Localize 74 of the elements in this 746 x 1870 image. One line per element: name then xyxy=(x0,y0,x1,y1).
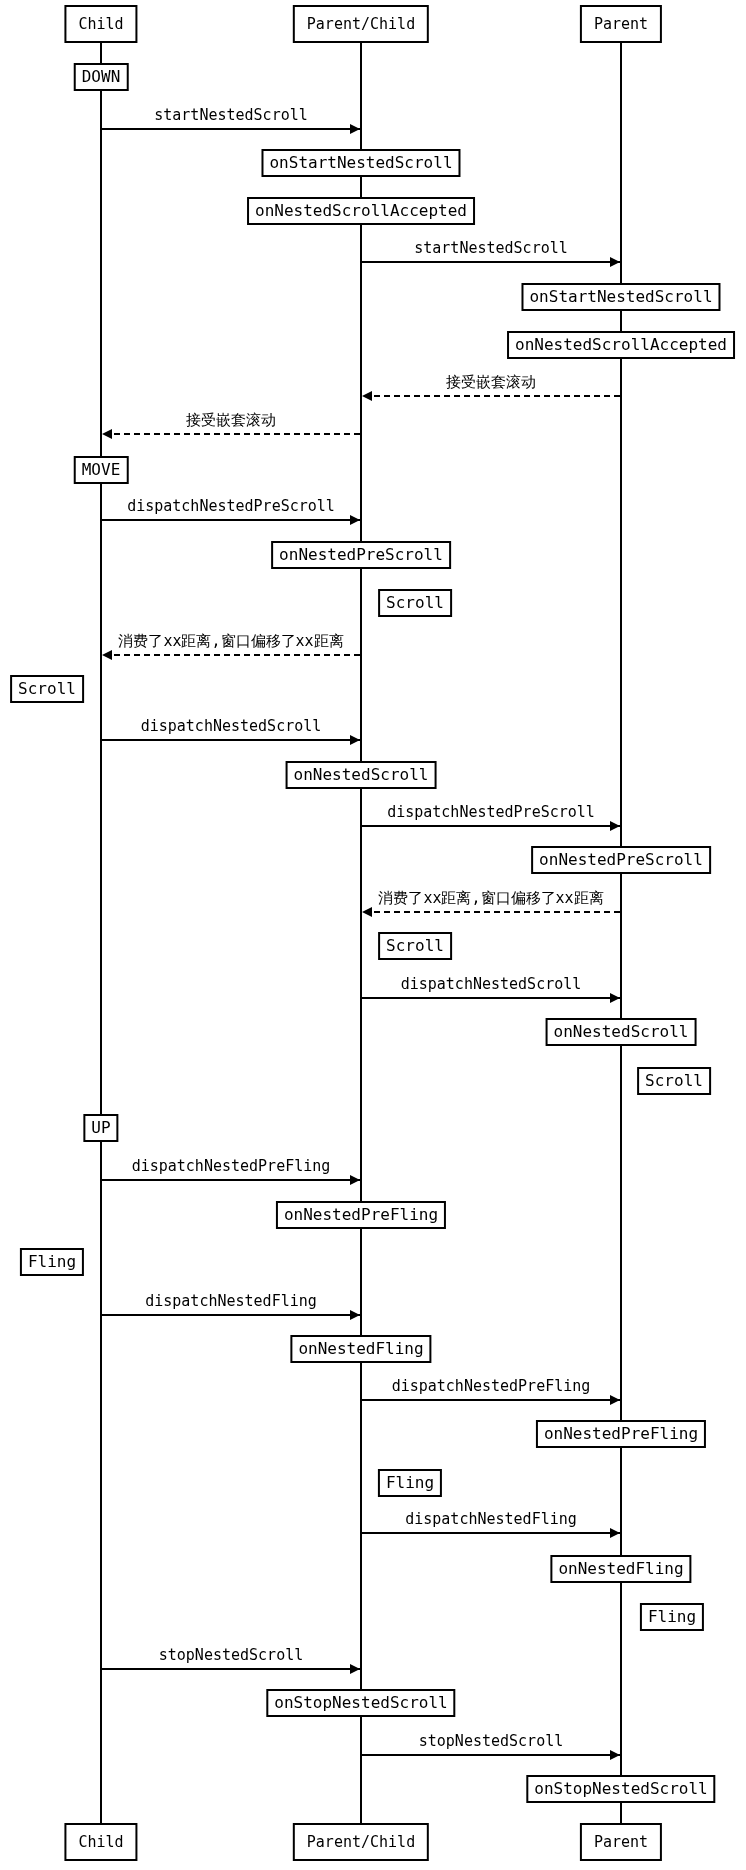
event-box: UP xyxy=(83,1114,119,1142)
message-arrow xyxy=(101,650,361,660)
lifeline xyxy=(620,1583,622,1775)
event-box: onNestedPreScroll xyxy=(271,541,451,569)
lifeline xyxy=(620,311,622,331)
message-arrow xyxy=(361,1395,621,1405)
event-box: onStopNestedScroll xyxy=(266,1689,456,1717)
message-arrow xyxy=(101,515,361,525)
lifeline xyxy=(620,43,622,283)
edge-label: dispatchNestedPreScroll xyxy=(125,498,337,515)
event-box: onNestedPreFling xyxy=(535,1420,707,1448)
event-box: onStartNestedScroll xyxy=(261,149,461,177)
event-box: MOVE xyxy=(73,456,129,484)
event-box: Scroll xyxy=(378,932,452,960)
lifeline xyxy=(360,177,362,197)
edge-label: dispatchNestedFling xyxy=(143,1293,319,1310)
event-box: Fling xyxy=(639,1603,705,1631)
lifeline xyxy=(620,874,622,1018)
message-arrow xyxy=(361,821,621,831)
event-box: onNestedPreScroll xyxy=(531,846,711,874)
message-arrow xyxy=(101,429,361,439)
event-box: onNestedScroll xyxy=(285,761,437,789)
lifeline xyxy=(360,225,362,541)
message-arrow xyxy=(101,1175,361,1185)
message-arrow xyxy=(361,993,621,1003)
edge-label: 接受嵌套滚动 xyxy=(444,374,538,391)
lifeline xyxy=(360,1363,362,1689)
edge-label: 接受嵌套滚动 xyxy=(184,412,278,429)
event-box: Scroll xyxy=(637,1067,711,1095)
lifeline xyxy=(620,1448,622,1555)
participant-box: Parent xyxy=(579,5,663,43)
message-arrow xyxy=(361,1528,621,1538)
lifeline xyxy=(100,43,102,63)
event-box: Fling xyxy=(19,1248,85,1276)
event-box: onNestedScroll xyxy=(545,1018,697,1046)
message-arrow xyxy=(361,907,621,917)
message-arrow xyxy=(101,124,361,134)
event-box: onNestedPreFling xyxy=(275,1201,447,1229)
lifeline xyxy=(360,789,362,1201)
participant-box: Parent/Child xyxy=(292,5,430,43)
lifeline xyxy=(620,1046,622,1420)
message-arrow xyxy=(101,735,361,745)
participant-box: Child xyxy=(64,1823,138,1861)
event-box: onNestedScrollAccepted xyxy=(507,331,735,359)
lifeline xyxy=(360,1229,362,1335)
participant-box: Parent xyxy=(579,1823,663,1861)
lifeline xyxy=(620,359,622,846)
lifeline xyxy=(100,1142,102,1823)
lifeline xyxy=(360,1717,362,1823)
lifeline xyxy=(100,484,102,1114)
event-box: onStartNestedScroll xyxy=(521,283,721,311)
event-box: onStopNestedScroll xyxy=(526,1775,716,1803)
participant-box: Child xyxy=(64,5,138,43)
lifeline xyxy=(360,569,362,761)
lifeline xyxy=(100,91,102,456)
event-box: onNestedFling xyxy=(550,1555,692,1583)
event-box: Scroll xyxy=(378,589,452,617)
event-box: DOWN xyxy=(73,63,129,91)
event-box: onNestedFling xyxy=(290,1335,432,1363)
message-arrow xyxy=(101,1310,361,1320)
edge-label: 消费了xx距离,窗口偏移了xx距离 xyxy=(376,890,606,907)
event-box: Fling xyxy=(377,1469,443,1497)
message-arrow xyxy=(361,257,621,267)
lifeline xyxy=(620,1803,622,1823)
edge-label: 消费了xx距离,窗口偏移了xx距离 xyxy=(116,633,346,650)
event-box: Scroll xyxy=(10,675,84,703)
message-arrow xyxy=(101,1664,361,1674)
participant-box: Parent/Child xyxy=(292,1823,430,1861)
message-arrow xyxy=(361,1750,621,1760)
lifeline xyxy=(360,43,362,149)
event-box: onNestedScrollAccepted xyxy=(247,197,475,225)
edge-label: dispatchNestedPreScroll xyxy=(385,804,597,821)
message-arrow xyxy=(361,391,621,401)
edge-label: dispatchNestedFling xyxy=(403,1511,579,1528)
